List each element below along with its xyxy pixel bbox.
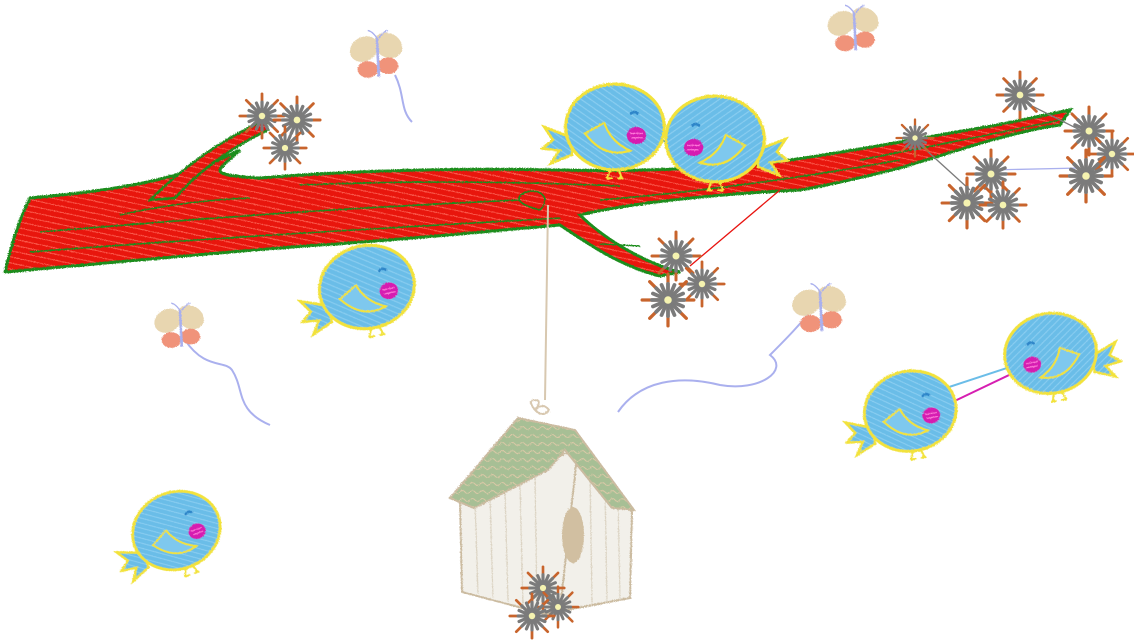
birdhouse: [448, 398, 637, 616]
bird-right-upper: [998, 302, 1126, 408]
butterfly-right: [787, 281, 850, 333]
butterfly-top-right: [823, 2, 883, 51]
bird-bottom-left: [102, 479, 234, 596]
bird-branch-left: [542, 84, 664, 178]
bird-right-lower: [836, 364, 964, 470]
butterfly-left: [150, 300, 208, 347]
flower-cluster-center: [640, 230, 726, 328]
bird-flying-center-left: [289, 237, 423, 351]
butterfly-top-left: [345, 28, 407, 78]
butterfly-trails: [184, 74, 821, 426]
tree-branch: [3, 107, 1074, 278]
